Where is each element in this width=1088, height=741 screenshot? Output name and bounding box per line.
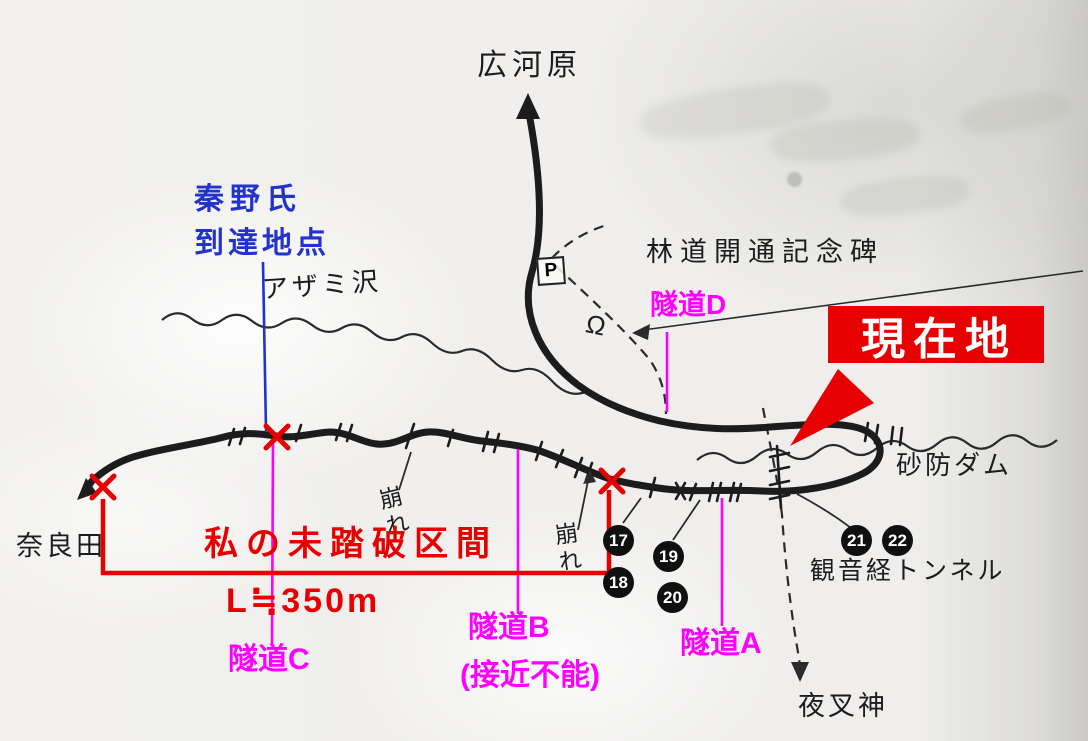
yashajin-arrowhead bbox=[791, 662, 809, 682]
stream-line-left bbox=[161, 312, 609, 406]
label-monument: 林道開通記念碑 bbox=[646, 237, 884, 267]
dashed-path-parking-upper bbox=[551, 222, 611, 259]
current-location-banner: 現在地 bbox=[828, 306, 1044, 364]
dashed-path-parking bbox=[555, 265, 668, 415]
label-untraversed-length: L≒350m bbox=[226, 582, 381, 620]
label-hirogawara: 広河原 bbox=[477, 49, 582, 82]
label-narada: 奈良田 bbox=[16, 531, 106, 561]
waypoint-marker-19: 19 bbox=[653, 541, 684, 572]
tunnel-c-leader bbox=[270, 442, 275, 647]
label-tunnel-a: 隧道A bbox=[680, 627, 762, 660]
kannonkyo-tunnel-symbol bbox=[768, 444, 791, 510]
collapse-arrowhead bbox=[583, 470, 596, 484]
road-tick-marks bbox=[227, 421, 904, 503]
hatano-leader-line bbox=[261, 261, 268, 432]
dashed-path-yashajin bbox=[761, 407, 802, 667]
label-tunnel-c: 隧道C bbox=[228, 643, 310, 676]
main-road-path bbox=[81, 104, 884, 495]
label-tunnel-b: 隧道B bbox=[468, 611, 550, 644]
label-kannonkyo-tunnel: 観音経トンネル bbox=[810, 557, 1006, 585]
x-mark-east bbox=[598, 467, 626, 495]
current-location-arrow bbox=[790, 369, 874, 446]
label-tunnel-d: 隧道D bbox=[650, 289, 727, 320]
label-hatano-name: 秦野氏 bbox=[194, 183, 302, 216]
label-yashajin: 夜叉神 bbox=[798, 691, 888, 721]
waypoint-marker-17: 17 bbox=[603, 525, 634, 556]
hirogawara-arrowhead bbox=[516, 93, 540, 119]
x-mark-west bbox=[89, 473, 117, 501]
monument-arrowhead bbox=[632, 324, 650, 340]
scan-artifact bbox=[787, 172, 802, 187]
waypoint-marker-18: 18 bbox=[603, 567, 634, 598]
waypoint-marker-20: 20 bbox=[657, 582, 688, 613]
waypoint-marker-22: 22 bbox=[882, 525, 913, 556]
x-mark-tunnel-c bbox=[263, 423, 291, 451]
label-untraversed-section: 私の未踏破区間 bbox=[204, 525, 498, 563]
label-sabo-dam: 砂防ダム bbox=[896, 450, 1013, 480]
label-hatano-point: 到達地点 bbox=[194, 227, 330, 260]
parking-symbol: P bbox=[536, 256, 566, 286]
monument-pointer-line bbox=[642, 270, 1084, 331]
marker-pointer-lines bbox=[398, 451, 852, 541]
waypoint-marker-21: 21 bbox=[841, 525, 872, 556]
label-tunnel-b-note: (接近不能) bbox=[460, 659, 600, 692]
